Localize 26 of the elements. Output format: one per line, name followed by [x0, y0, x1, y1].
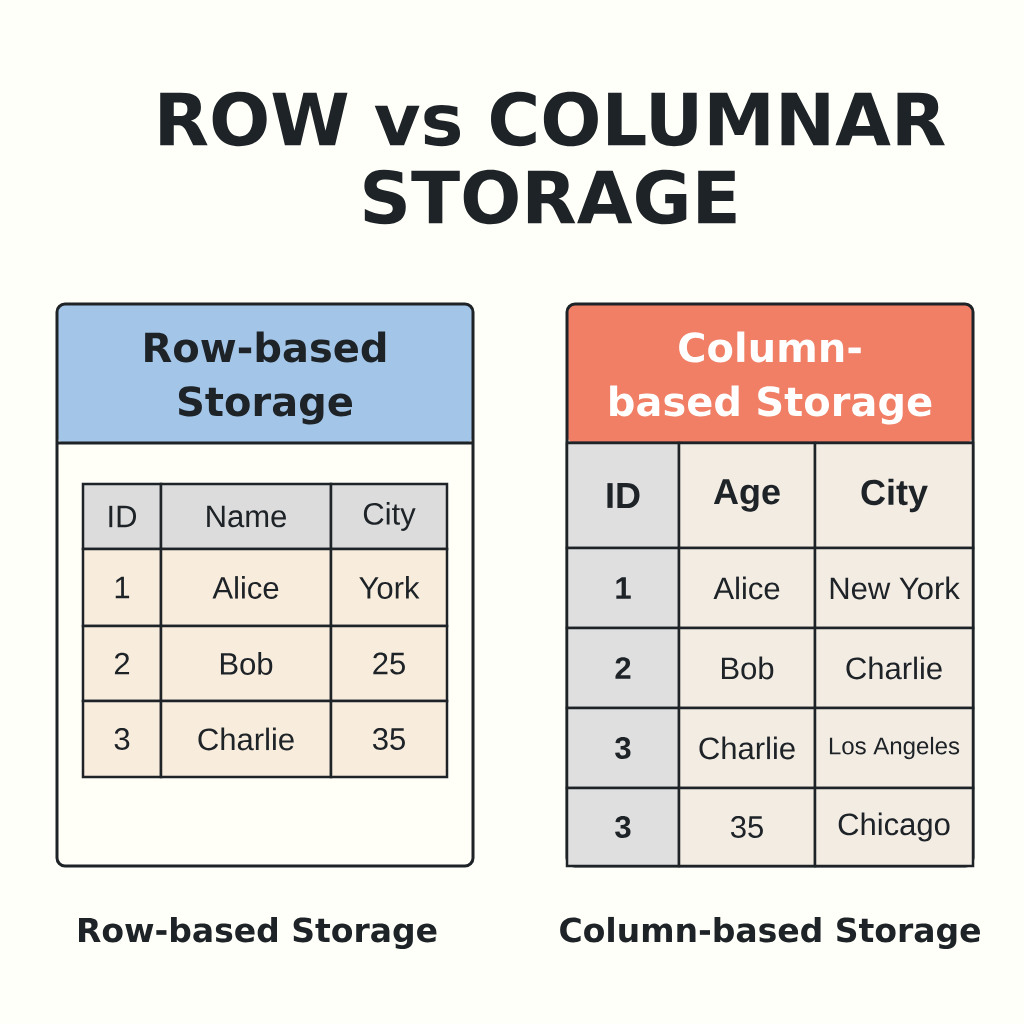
table-cell: 1	[565, 546, 681, 630]
table-cell: Charlie	[677, 706, 817, 790]
table-cell: 1	[81, 547, 163, 628]
table-cell: Age	[677, 441, 817, 550]
table-cell: Los Angeles	[813, 706, 975, 790]
table-cell: Bob	[677, 626, 817, 710]
table-cell: 3	[565, 786, 681, 868]
table-cell: ID	[565, 441, 681, 550]
table-cell: New York	[813, 546, 975, 630]
table-cell: 35	[329, 699, 449, 779]
title: ROW vs COLUMNAR STORAGE	[160, 91, 945, 225]
table-cell: Charlie	[813, 626, 975, 710]
table-cell: 35	[677, 786, 817, 868]
table-cell: City	[813, 441, 975, 550]
table-cell: 2	[565, 626, 681, 710]
table-cell: 3	[565, 706, 681, 790]
table-cell: Alice	[677, 546, 817, 630]
table-cell: Chicago	[813, 786, 975, 868]
table-cell: York	[329, 547, 449, 628]
table-cell: 2	[81, 624, 163, 703]
panel-caption: Column-based Storage	[560, 916, 980, 950]
table-cell: 25	[329, 624, 449, 703]
table-cell: City	[329, 482, 449, 551]
table-cell: 3	[81, 699, 163, 779]
panel-caption: Row-based Storage	[79, 916, 437, 950]
table-cell: ID	[81, 482, 163, 551]
